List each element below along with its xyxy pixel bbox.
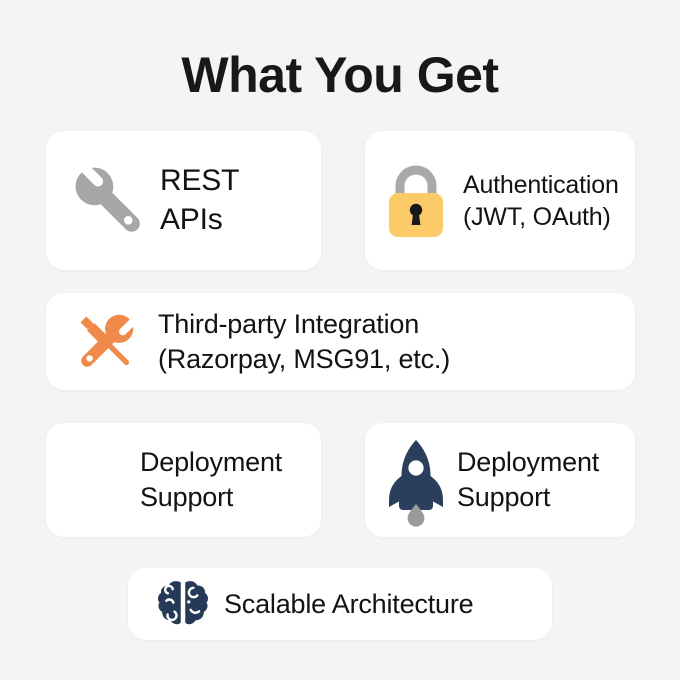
feature-label: Third-party Integration (Razorpay, MSG91… [158, 308, 450, 374]
wrench-icon [62, 154, 156, 248]
rocket-icon [385, 438, 447, 527]
feature-card-rest-apis[interactable]: REST APIs [46, 131, 321, 270]
feature-card-deployment-support-right[interactable]: Deployment Support [365, 423, 635, 537]
feature-card-third-party-integration[interactable]: Third-party Integration (Razorpay, MSG91… [46, 293, 635, 390]
page-title: What You Get [181, 47, 499, 103]
brain-icon [156, 577, 210, 631]
feature-card-deployment-support-left[interactable]: Deployment Support [46, 423, 321, 537]
feature-card-authentication[interactable]: Authentication (JWT, OAuth) [365, 131, 635, 270]
feature-label: Deployment Support [457, 447, 600, 512]
feature-label: Scalable Architecture [224, 588, 474, 619]
feature-card-scalable-architecture[interactable]: Scalable Architecture [128, 568, 552, 640]
missing-icon-placeholder [62, 443, 136, 517]
tools-icon [68, 304, 144, 380]
feature-label: Authentication (JWT, OAuth) [463, 170, 619, 231]
feature-label: Deployment Support [140, 447, 283, 512]
feature-label: REST APIs [160, 164, 240, 236]
padlock-icon [383, 161, 449, 241]
